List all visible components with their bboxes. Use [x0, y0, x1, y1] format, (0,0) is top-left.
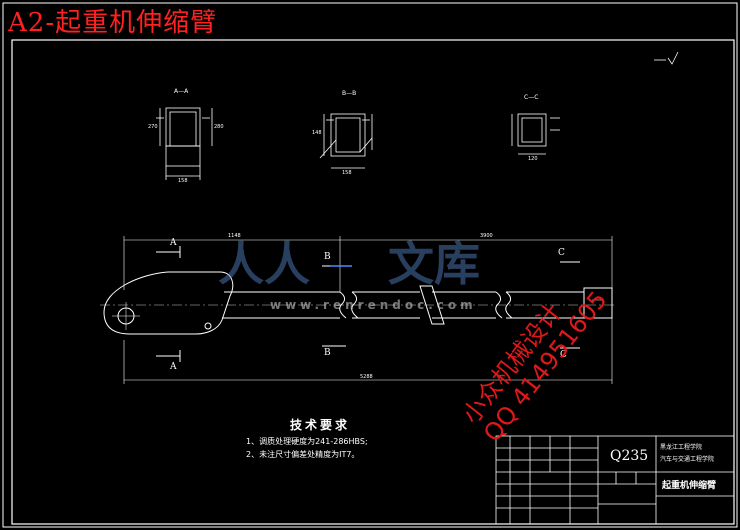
cut-mark-a-bottom: A [170, 362, 177, 372]
watermark-cn-2: 文库 [388, 237, 480, 291]
tech-requirements-heading: 技术要求 [290, 418, 351, 432]
school-line-1: 黑龙江工程学院 [660, 444, 703, 451]
section-c-label: C—C [524, 94, 539, 101]
drawing-title: A2-起重机伸缩臂 [8, 8, 218, 38]
dim-sec-a-height-left: 270 [148, 124, 158, 130]
tech-requirement-2: 2、未注尺寸偏差处精度为IT7。 [246, 450, 360, 459]
watermark-url: www.renrendoc.com [270, 298, 477, 312]
dim-top-left: 1148 [228, 233, 241, 239]
dim-sec-b-height: 148 [312, 130, 322, 136]
dim-sec-a-height-right: 280 [214, 124, 224, 130]
section-b-label: B—B [342, 90, 357, 97]
tech-requirement-1: 1、调质处理硬度为241-286HBS; [246, 437, 368, 446]
watermark-cn-1: 人人 [218, 237, 310, 291]
cut-mark-c-bottom: C [560, 350, 567, 360]
section-c-view [511, 113, 560, 155]
cut-mark-a-top: A [170, 238, 177, 248]
dim-sec-b-width: 158 [342, 170, 352, 176]
dim-top-right: 3900 [480, 233, 493, 239]
cut-mark-b-top: B [324, 252, 331, 262]
school-line-2: 汽车与交通工程学院 [660, 456, 715, 463]
section-a-view [156, 107, 213, 180]
dim-sec-a-width: 158 [178, 178, 188, 184]
cut-mark-c-top: C [558, 248, 565, 258]
inner-border [11, 39, 735, 525]
part-name: 起重机伸缩臂 [662, 481, 717, 491]
title-block [495, 435, 735, 525]
dim-sec-c-width: 120 [528, 156, 538, 162]
main-arm-view [100, 236, 616, 384]
section-b-view [319, 113, 373, 169]
dim-overall: 5288 [360, 374, 373, 380]
cut-mark-b-bottom: B [324, 348, 331, 358]
material-label: Q235 [610, 448, 649, 464]
roughness-mark [654, 51, 679, 65]
section-a-label: A—A [174, 88, 189, 95]
